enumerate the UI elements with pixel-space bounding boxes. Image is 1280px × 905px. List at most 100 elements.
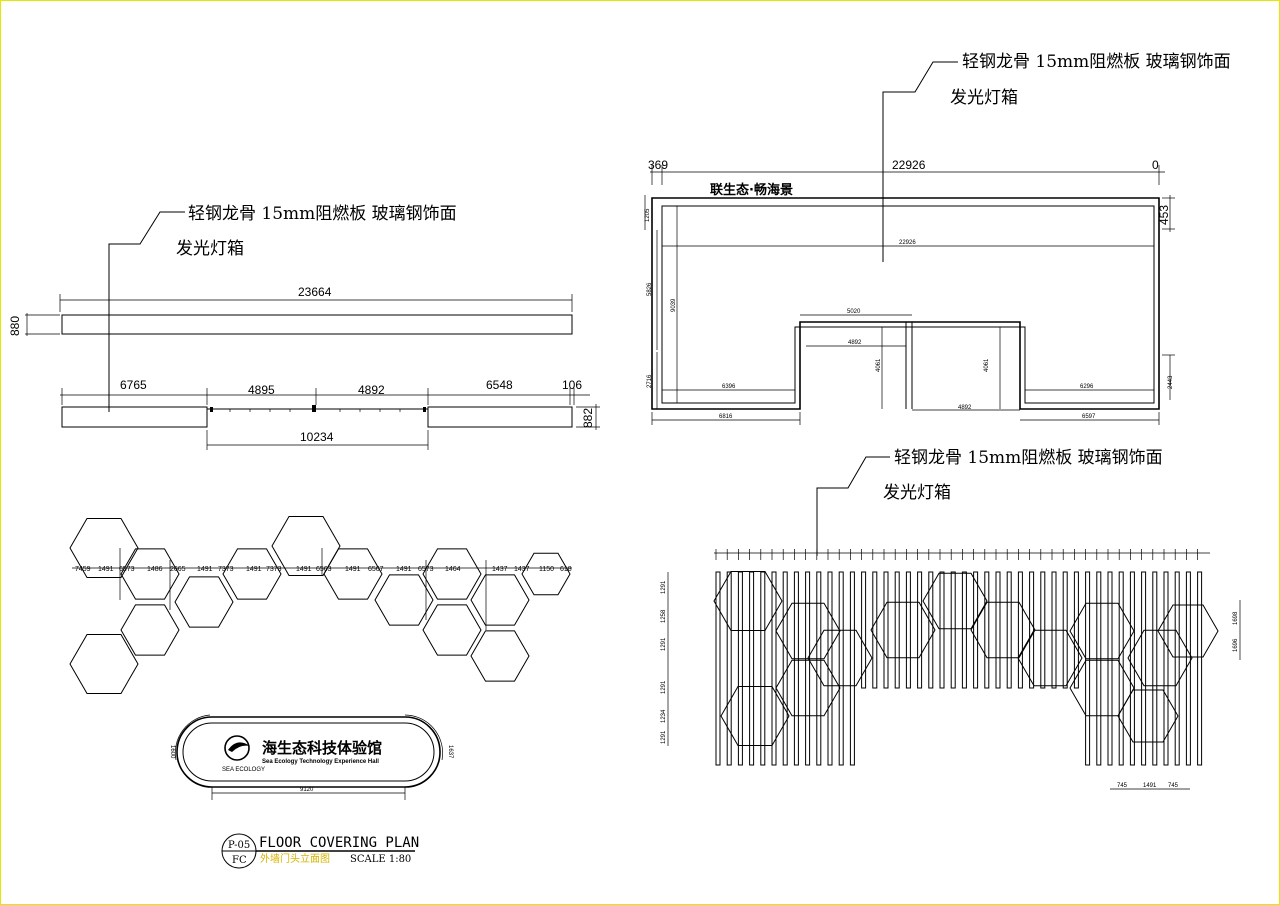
logo-en-text: Sea Ecology Technology Experience Hall [262,759,379,765]
view-b-h6: 4061 [984,358,990,372]
view-b-h1: 5826 [647,282,653,296]
view-d-slat [917,571,923,689]
view-a-upper-band [61,314,573,335]
view-d-slat [715,571,721,766]
view-d-slat [1141,571,1147,766]
view-d-vdim-3: 1291 [661,637,667,651]
view-a-elevation: 轻钢龙骨 15mm阻燃板 玻璃钢饰面 发光灯箱 23664 880 6765 4… [8,204,600,450]
title-sheet-number: P-05 [228,840,250,851]
view-c-dims: 7459 1491 6573 1486 2665 1491 7373 1491 … [72,566,572,573]
view-d-top-ticks [715,549,1198,560]
view-a-lightbox-label: 发光灯箱 [176,239,244,259]
view-d-hexagon [775,602,841,660]
view-a-bottom-height: 882 [581,408,595,428]
view-c-hex-pattern [69,516,571,694]
view-d-slat [973,571,979,689]
view-c-dim-7: 7373 [218,566,234,573]
view-c-hexagon [69,518,139,578]
view-d-slats [715,571,1203,766]
view-d-vdim-1: 1291 [661,580,667,594]
view-c-hexagon [271,516,341,576]
view-c-dim-1: 7459 [75,566,91,573]
view-d-slat [1197,571,1203,766]
title-subtitle-cn: 外墙门头立面图 [260,852,330,865]
view-d-hexagon [775,659,841,717]
view-b-mid-width: 4892 [958,405,972,411]
view-a-seg-5: 106 [562,378,582,392]
view-d-bottom-dim-2: 1491 [1143,783,1157,789]
view-d-bottom-dim-3: 745 [1168,783,1179,789]
view-d-slat [984,571,990,689]
logo-sign-plan: SEA ECOLOGY 海生态科技体验馆 Sea Ecology Technol… [169,714,453,800]
view-d-slat [816,571,822,766]
logo-mark-icon [224,735,250,761]
view-d-hexagon [720,686,790,746]
view-a-right-block [427,406,573,428]
view-d-vdim-6: 1291 [661,730,667,744]
view-d-hexagon [922,572,988,630]
view-c-dim-12: 1491 [345,566,361,573]
view-a-seg-2: 4895 [248,383,275,397]
view-c-hexagon [374,574,434,626]
view-d-leader [816,456,890,556]
view-d-hexagon [870,601,936,659]
view-b-plan: 轻钢龙骨 15mm阻燃板 玻璃钢饰面 发光灯箱 369 22926 0 联生态·… [644,52,1231,425]
logo-right-dim: 1637 [447,745,453,759]
view-d-vdim-5: 1234 [661,709,667,723]
view-c-hexagon [69,634,139,694]
view-b-notch-inner: 4892 [848,340,862,346]
view-d-slat [849,571,855,766]
view-a-seg-4: 6548 [486,378,513,392]
view-c-dim-6: 1491 [197,566,213,573]
view-b-d1: 1205 [645,208,651,222]
view-d-slat [883,571,889,689]
view-c-dim-13: 6567 [368,566,384,573]
view-b-inner-wall [661,205,1155,404]
view-d-slat-elevation: 轻钢龙骨 15mm阻燃板 玻璃钢饰面 发光灯箱 1291 1258 1291 1… [661,448,1241,790]
view-b-h2: 9039 [671,298,677,312]
view-c-dim-20: 618 [560,566,572,573]
view-c-dim-18: 1437 [514,566,530,573]
view-d-material-label: 轻钢龙骨 15mm阻燃板 玻璃钢饰面 [894,448,1163,468]
logo-cn-text: 海生态科技体验馆 [262,739,382,757]
view-d-hexagons [713,571,1219,746]
view-d-bottom-dim-1: 745 [1117,783,1128,789]
view-d-lightbox-label: 发光灯箱 [883,483,951,503]
view-b-left-offset: 369 [648,158,668,172]
view-b-notch-width: 5020 [847,309,861,315]
title-text: FLOOR COVERING PLAN [259,835,419,851]
view-c-dim-16: 1464 [445,566,461,573]
view-b-left-inner: 6396 [722,384,736,390]
view-d-slat [760,571,766,766]
view-b-outer-wall [651,197,1160,410]
view-b-brand: 联生态·畅海景 [710,182,793,198]
view-d-slat [1152,571,1158,766]
view-d-slat [1029,571,1035,689]
title-scale: SCALE 1:80 [350,854,411,865]
view-c-dim-3: 6573 [119,566,135,573]
view-d-right-dim-2: 1696 [1233,638,1239,652]
view-d-slat [827,571,833,766]
view-d-slat [950,571,956,689]
view-c-hexagon [422,604,482,656]
view-d-slat [961,571,967,689]
view-b-right-inner: 6296 [1080,384,1094,390]
title-block: P-05 FC FLOOR COVERING PLAN 外墙门头立面图 SCAL… [221,833,419,869]
view-c-dim-19: 1150 [539,566,554,573]
view-c-hexagon [521,552,571,596]
logo-left-dim: 1600 [169,745,175,759]
view-d-hexagon [1069,602,1135,660]
view-d-hexagon [1017,629,1083,687]
view-d-hexagon [807,629,873,687]
view-d-slat [726,571,732,766]
view-b-h5: 4061 [876,358,882,372]
view-d-slat [805,571,811,766]
view-d-slat [793,571,799,766]
logo-mark-small-text: SEA ECOLOGY [222,767,265,773]
view-d-slat [905,571,911,689]
view-d-slat [1163,571,1169,766]
view-c-hexagon [422,548,482,600]
view-d-hexagon [970,601,1036,659]
view-d-hexagon [1117,689,1179,743]
view-d-slat [1096,571,1102,766]
